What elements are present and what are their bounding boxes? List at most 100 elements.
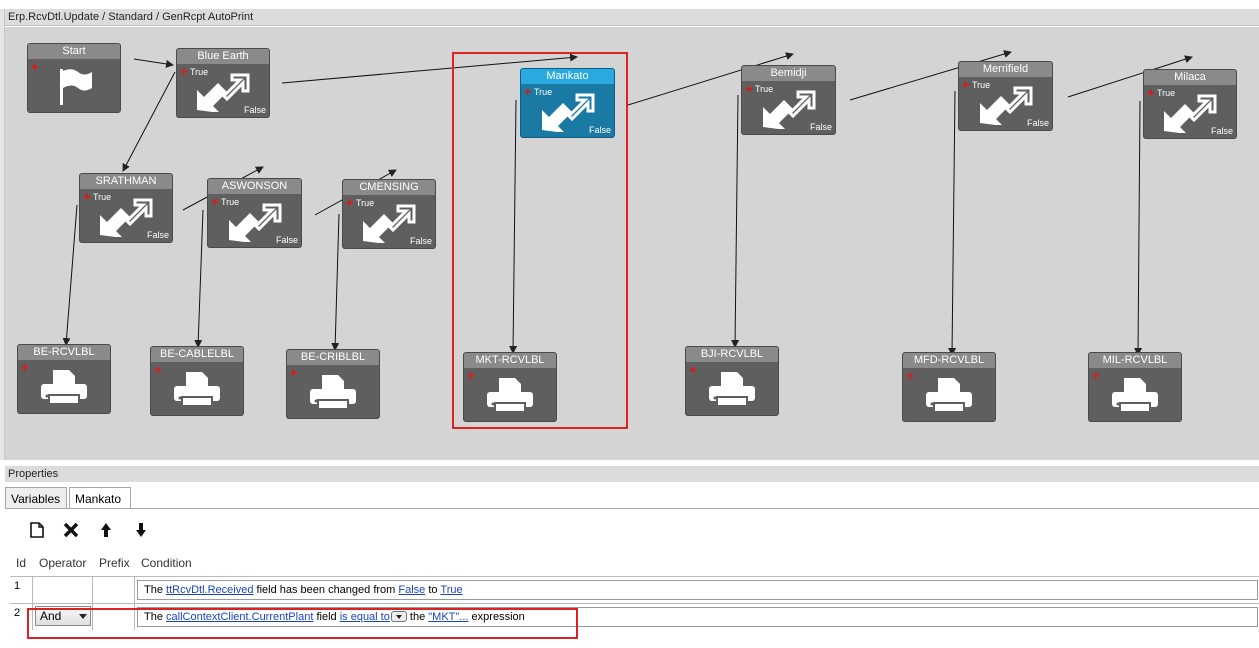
action-node-bji-rcvlbl[interactable]: BJI-RCVLBL+	[686, 347, 778, 415]
delete-button[interactable]	[58, 516, 84, 544]
plus-icon[interactable]: +	[154, 362, 162, 377]
plus-icon[interactable]: +	[524, 84, 532, 99]
node-title: MIL-RCVLBL	[1089, 353, 1181, 368]
plus-icon[interactable]: +	[906, 368, 914, 383]
false-branch-label: False	[588, 125, 611, 135]
node-title: BJI-RCVLBL	[686, 347, 778, 362]
node-title: SRATHMAN	[80, 174, 172, 189]
plus-icon[interactable]: +	[745, 81, 753, 96]
node-icon-area	[903, 368, 995, 421]
plus-icon[interactable]: +	[180, 64, 188, 79]
condition-arrows-icon	[1164, 94, 1217, 133]
condition-arrows-icon	[197, 73, 250, 112]
start-node[interactable]: Start+	[28, 44, 120, 112]
action-node-mfd-rcvlbl[interactable]: MFD-RCVLBL+	[903, 353, 995, 421]
column-header-prefix: Prefix	[99, 556, 130, 570]
prefix-cell[interactable]	[92, 577, 134, 603]
false-branch-label: False	[1210, 126, 1233, 136]
operator-link[interactable]: is equal to	[339, 611, 390, 623]
field-link[interactable]: callContextClient.CurrentPlant	[166, 611, 314, 623]
node-title: Bemidji	[742, 66, 835, 81]
action-node-be-rcvlbl[interactable]: BE-RCVLBL+	[18, 345, 110, 413]
table-row[interactable]: 1 The ttRcvDtl.Received field has been c…	[10, 576, 1259, 603]
plus-icon[interactable]: +	[211, 194, 219, 209]
column-header-id: Id	[16, 556, 27, 570]
row-id: 2	[14, 607, 21, 619]
chevron-down-icon	[79, 614, 87, 619]
operator-dropdown-icon[interactable]	[390, 611, 407, 622]
plus-icon[interactable]: +	[962, 77, 970, 92]
node-title: Mankato	[521, 69, 614, 84]
column-header-operator: Operator	[39, 556, 87, 570]
connector-layer	[62, 50, 1193, 356]
node-icon-area	[1144, 85, 1236, 138]
delete-x-icon	[63, 522, 79, 538]
true-branch-label: True	[356, 198, 375, 208]
plus-icon[interactable]: +	[83, 189, 91, 204]
window-title: Erp.RcvDtl.Update / Standard / GenRcpt A…	[5, 9, 1259, 26]
action-node-mkt-rcvlbl[interactable]: MKT-RCVLBL+	[464, 353, 556, 421]
tab-variables[interactable]: Variables	[5, 487, 67, 509]
node-title: Blue Earth	[177, 49, 269, 64]
node-icon-area	[1089, 368, 1181, 421]
move-up-button[interactable]	[93, 516, 119, 544]
printer-icon	[1112, 377, 1158, 413]
cond-text: field has been changed from	[256, 584, 396, 596]
plus-icon[interactable]: +	[467, 368, 475, 383]
plus-icon[interactable]: +	[346, 195, 354, 210]
node-icon-area	[287, 365, 379, 418]
false-branch-label: False	[275, 235, 298, 245]
plus-icon[interactable]: +	[1092, 368, 1100, 383]
operator-select[interactable]: And	[35, 606, 91, 626]
false-branch-label: False	[1026, 118, 1049, 128]
plus-icon[interactable]: +	[21, 360, 29, 375]
condition-arrows-icon	[363, 204, 416, 243]
action-node-mil-rcvlbl[interactable]: MIL-RCVLBL+	[1089, 353, 1181, 421]
arrow-up-icon	[101, 523, 111, 537]
false-branch-label: False	[243, 105, 266, 115]
left-frame	[0, 9, 5, 460]
action-node-be-cablelbl[interactable]: BE-CABLELBL+	[151, 347, 243, 415]
cond-text: the	[409, 611, 426, 623]
flag-icon	[60, 68, 92, 105]
cond-text: to	[428, 584, 438, 596]
table-row[interactable]: 2 And The callContextClient.CurrentPlant…	[10, 603, 1259, 630]
to-value-link[interactable]: True	[440, 584, 463, 596]
true-branch-label: True	[93, 192, 112, 202]
operator-cell[interactable]	[32, 577, 92, 603]
move-down-button[interactable]	[128, 516, 154, 544]
plus-icon[interactable]: +	[689, 362, 697, 377]
printer-icon	[926, 377, 972, 413]
node-icon-area	[80, 189, 172, 242]
plus-icon[interactable]: +	[31, 59, 39, 74]
node-title: ASWONSON	[208, 179, 301, 194]
true-branch-label: True	[221, 197, 240, 207]
new-document-icon	[30, 522, 44, 538]
arrow-down-icon	[136, 523, 146, 537]
condition-arrows-icon	[228, 203, 281, 242]
true-branch-label: True	[1157, 88, 1176, 98]
prefix-cell[interactable]	[92, 604, 134, 630]
from-value-link[interactable]: False	[398, 584, 426, 596]
node-icon-area	[464, 368, 556, 421]
plus-icon[interactable]: +	[290, 365, 298, 380]
expression-link[interactable]: "MKT"...	[428, 611, 469, 623]
plus-icon[interactable]: +	[1147, 85, 1155, 100]
cond-text: The	[144, 611, 163, 623]
new-button[interactable]	[24, 516, 50, 544]
action-node-be-criblbl[interactable]: BE-CRIBLBL+	[287, 350, 379, 418]
field-link[interactable]: ttRcvDtl.Received	[166, 584, 254, 596]
node-icon-area	[28, 59, 120, 112]
tab-mankato[interactable]: Mankato	[69, 487, 131, 509]
node-title: Start	[28, 44, 120, 59]
